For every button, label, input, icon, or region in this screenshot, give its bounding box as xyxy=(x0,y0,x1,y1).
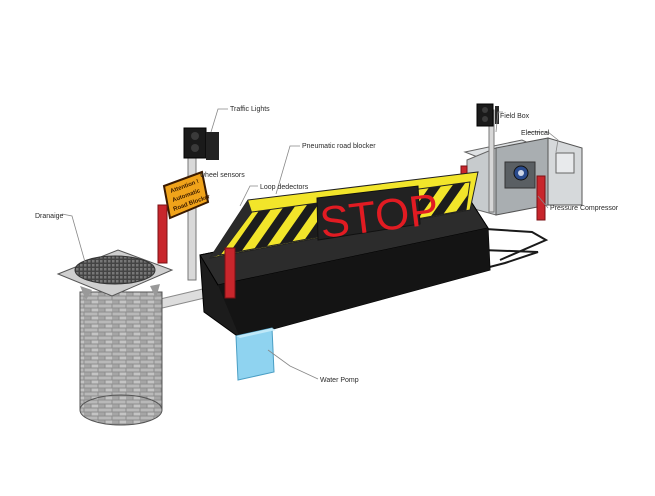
label-pressure-compressor: Pressure Compressor xyxy=(550,205,619,212)
leader-lines xyxy=(61,108,559,380)
label-traffic-lights: Traffic Lights xyxy=(230,106,270,113)
labels: Traffic Lights Pneumatic road blocker Fi… xyxy=(35,106,619,384)
bollard-front xyxy=(224,247,236,299)
label-wheel-sensors: wheel sensors xyxy=(199,172,245,179)
field-box xyxy=(463,137,583,216)
road-blocker: STOP xyxy=(199,171,491,339)
label-pneumatic-road-blocker: Pneumatic road blocker xyxy=(302,143,376,150)
warning-sign: Attention ! Automatic Road Blocker xyxy=(162,170,212,220)
bollard-left-back xyxy=(157,204,168,264)
pressure-compressor xyxy=(504,161,536,189)
label-field-box: Field Box xyxy=(500,113,530,120)
water-pump xyxy=(235,327,276,381)
traffic-light-right xyxy=(476,103,499,213)
label-electrical: Electrical xyxy=(521,130,550,137)
drainage-well xyxy=(56,249,174,426)
label-drainage: Dranaige xyxy=(35,213,64,220)
label-loop-detectors: Loop dedectors xyxy=(260,184,309,191)
label-water-pump: Water Pomp xyxy=(320,377,359,384)
